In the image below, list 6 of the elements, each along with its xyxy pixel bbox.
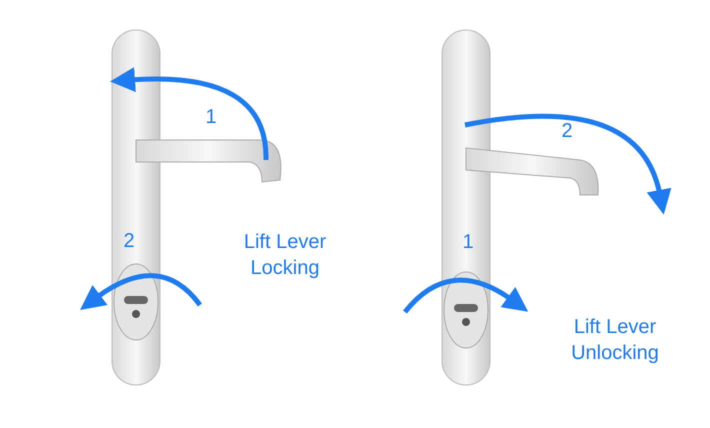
caption-text: Lift Lever Locking bbox=[242, 230, 328, 281]
caption-text: Lift Lever Unlocking bbox=[570, 315, 660, 366]
step-number: 1 bbox=[204, 105, 218, 130]
step-number: 2 bbox=[122, 229, 136, 254]
step-number: 2 bbox=[560, 119, 574, 144]
step-number: 1 bbox=[461, 230, 475, 255]
